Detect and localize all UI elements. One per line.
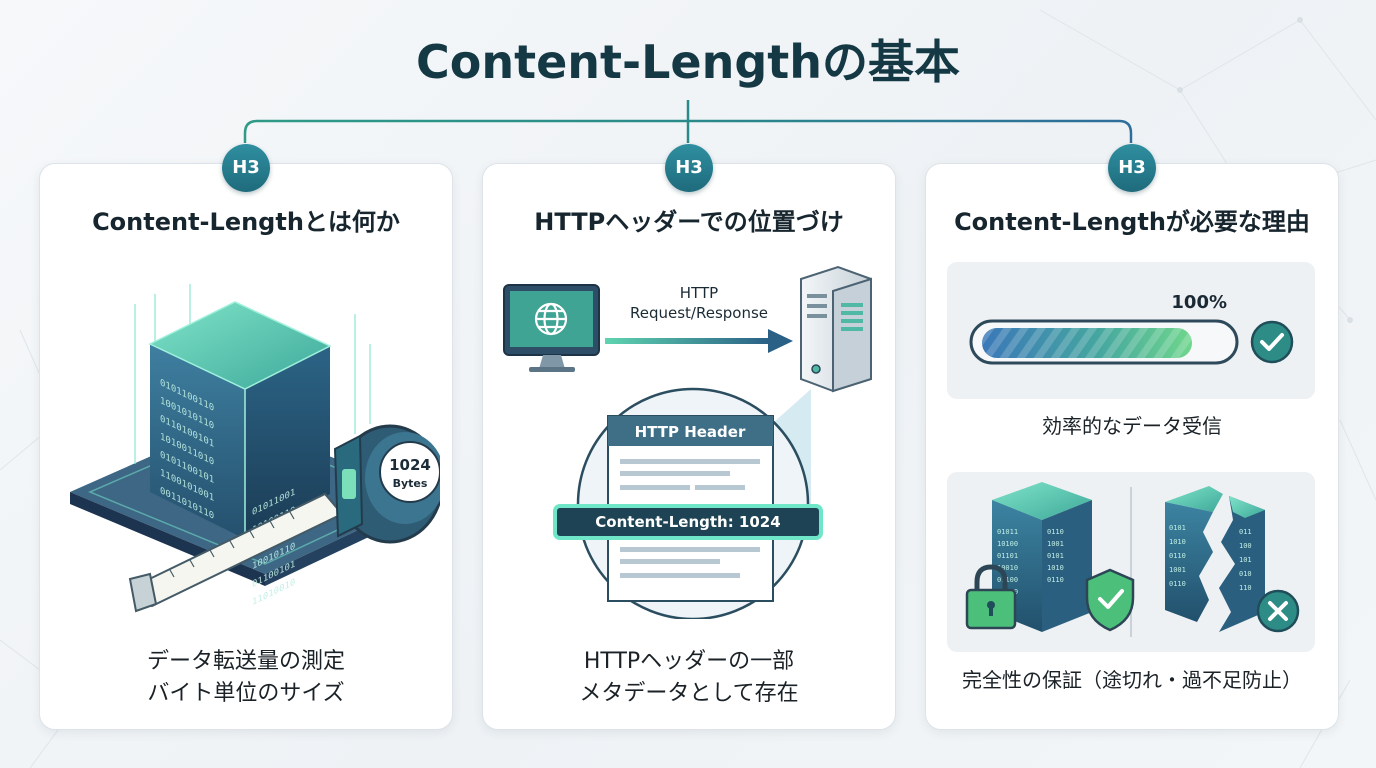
svg-text:0101: 0101 xyxy=(1169,524,1186,532)
svg-text:0110: 0110 xyxy=(1047,576,1064,584)
caption-line: メタデータとして存在 xyxy=(579,681,799,706)
caption-line: HTTPヘッダーの一部 xyxy=(583,649,795,674)
content-length-field: Content-Length: 1024 xyxy=(553,504,823,540)
svg-text:01100: 01100 xyxy=(997,576,1018,584)
caption-line: データ転送量の測定 xyxy=(146,649,345,674)
broken-data-cube: 0101 1010 0110 1001 0110 011 100 101 010 110 xyxy=(1165,486,1265,632)
header-box-title: HTTP Header xyxy=(635,423,746,441)
arrow-label-line2: Request/Response xyxy=(630,304,768,322)
computer-monitor xyxy=(503,284,600,372)
svg-text:0110: 0110 xyxy=(1169,580,1186,588)
svg-text:0110: 0110 xyxy=(1047,528,1064,536)
card-title: Content-Lengthとは何か xyxy=(92,208,400,236)
tape-label-value: 1024 xyxy=(389,456,431,474)
svg-text:01101: 01101 xyxy=(997,552,1018,560)
x-circle-icon xyxy=(1256,589,1300,633)
card-title: Content-Lengthが必要な理由 xyxy=(954,208,1310,236)
globe-icon xyxy=(534,302,568,336)
data-cube: 0101100110 1001010110 0110100101 1010011… xyxy=(148,301,332,608)
caption-line: バイト単位のサイズ xyxy=(147,681,345,706)
svg-text:101: 101 xyxy=(1239,556,1252,564)
card-caption: データ転送量の測定 バイト単位のサイズ xyxy=(40,646,452,710)
page-title: Content-Lengthの基本 xyxy=(415,35,961,89)
h3-badge: H3 xyxy=(222,144,270,192)
svg-text:110: 110 xyxy=(1239,584,1252,592)
svg-text:10010: 10010 xyxy=(997,564,1018,572)
header-field-text: Content-Length: 1024 xyxy=(595,513,780,531)
card-what-is-content-length: H3 Content-Lengthとは何か xyxy=(39,144,453,730)
padlock-icon xyxy=(965,564,1017,630)
progress-caption: 効率的なデータ受信 xyxy=(1042,414,1222,438)
http-header-illustration: HTTP Request/Response HTTP Header xyxy=(503,265,872,619)
svg-text:1010: 1010 xyxy=(1169,538,1186,546)
tape-label-unit: Bytes xyxy=(393,477,428,490)
svg-text:0110: 0110 xyxy=(1169,552,1186,560)
data-cube-tape-measure-illustration: 0101100110 1001010110 0110100101 1010011… xyxy=(70,284,440,613)
svg-text:1010: 1010 xyxy=(1047,564,1064,572)
svg-text:0101: 0101 xyxy=(1047,552,1064,560)
progress-illustration: 100% xyxy=(969,292,1294,365)
server-icon xyxy=(800,265,872,393)
caption-line: 完全性の保証（途切れ・過不足防止） xyxy=(962,668,1302,692)
h3-badge: H3 xyxy=(1108,144,1156,192)
card-http-header-position: H3 HTTPヘッダーでの位置づけ xyxy=(482,144,896,730)
card-why-content-length-needed: H3 Content-Lengthが必要な理由 100% 効率的なデータ受信 xyxy=(925,144,1339,730)
tape-measure-icon: 1024 Bytes xyxy=(128,424,440,613)
card-caption: 完全性の保証（途切れ・過不足防止） xyxy=(926,664,1338,696)
svg-text:010: 010 xyxy=(1239,570,1252,578)
connector-lines xyxy=(243,100,1133,143)
request-response-arrow xyxy=(605,329,793,353)
svg-text:1001: 1001 xyxy=(1047,540,1064,548)
svg-text:100: 100 xyxy=(1239,542,1252,550)
card-title: HTTPヘッダーでの位置づけ xyxy=(534,208,844,236)
arrow-label-line1: HTTP xyxy=(680,284,718,302)
check-icon xyxy=(1250,320,1294,364)
svg-text:1001: 1001 xyxy=(1169,566,1186,574)
svg-text:10100: 10100 xyxy=(997,540,1018,548)
progress-label: 100% xyxy=(1171,292,1227,313)
h3-badge: H3 xyxy=(665,144,713,192)
card-caption: HTTPヘッダーの一部 メタデータとして存在 xyxy=(483,646,895,710)
svg-text:01011: 01011 xyxy=(997,528,1018,536)
svg-text:011: 011 xyxy=(1239,528,1252,536)
shield-check-icon xyxy=(1085,568,1135,632)
